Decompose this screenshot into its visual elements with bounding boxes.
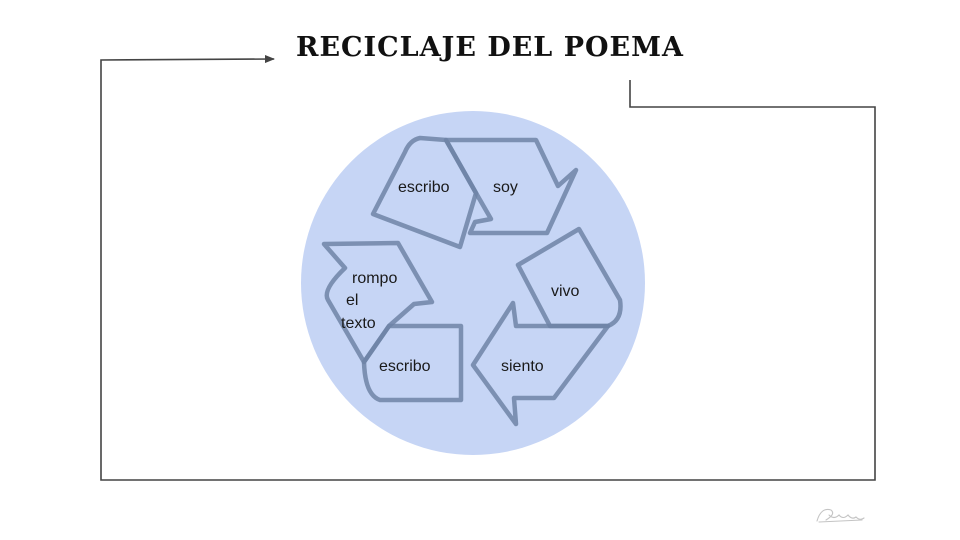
feedback-loop-line [100, 55, 876, 481]
page-title: RECICLAJE DEL POEMA [296, 32, 684, 63]
label-siento: siento [501, 358, 544, 375]
label-escribo-top: escribo [398, 179, 450, 196]
top-arrow-head [443, 137, 579, 236]
label-rompo: rompo [352, 270, 397, 287]
left-arrow-tail [361, 323, 464, 403]
signature-mark [816, 508, 865, 523]
label-soy: soy [493, 179, 518, 196]
label-texto: texto [341, 315, 376, 332]
label-escribo-bottom: escribo [379, 358, 431, 375]
label-vivo: vivo [551, 283, 580, 300]
recycle-circle [301, 111, 645, 455]
label-el: el [346, 292, 358, 309]
top-arrow-tail [370, 135, 479, 250]
left-arrow-head [321, 240, 435, 365]
right-arrow-head [470, 300, 611, 427]
recycle-symbol [321, 135, 623, 427]
